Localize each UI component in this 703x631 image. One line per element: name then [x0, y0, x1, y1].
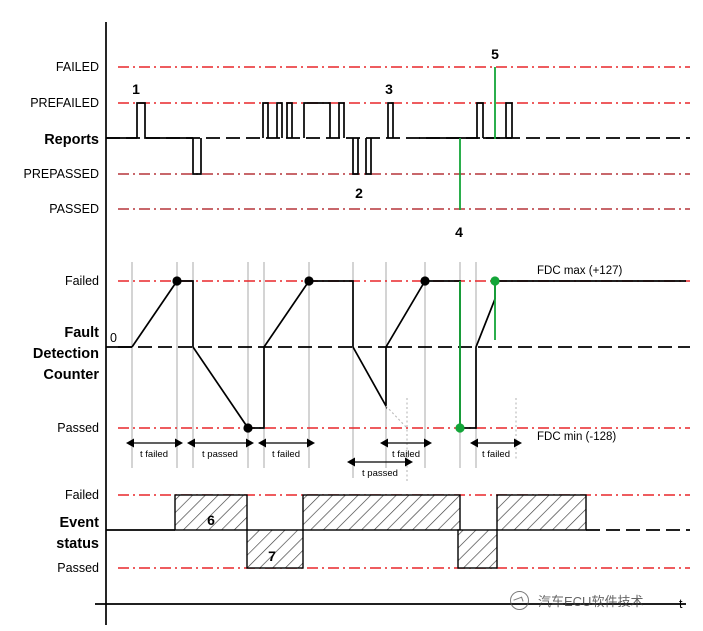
label-reports-passed: PASSED [49, 202, 99, 216]
fdc-waveform [131, 280, 496, 429]
label-fdc-group-line-3: Counter [43, 367, 99, 383]
label-time-axis: t [679, 597, 683, 611]
reports-pulse-prefailed-9 [505, 102, 513, 138]
fdc-dot-failed-2 [304, 276, 314, 286]
reports-section: FAILED PREFAILED Reports PREPASSED PASSE… [24, 46, 690, 240]
event-status-section: Failed Passed Event status 6 7 [56, 488, 690, 575]
fdc-projected-segment [385, 405, 408, 429]
callout-1: 1 [132, 81, 140, 97]
event-box-failed-1 [174, 494, 248, 531]
callout-2: 2 [355, 185, 363, 201]
label-event-group-line-2: status [56, 536, 99, 552]
label-fdc-zero: 0 [110, 331, 117, 345]
label-fdc-max: FDC max (+127) [537, 265, 622, 277]
label-interval-3: t failed [272, 449, 300, 460]
label-reports-prepassed: PREPASSED [24, 167, 100, 181]
label-fdc-group-line-1: Fault [64, 325, 99, 341]
event-box-failed-3 [496, 494, 587, 531]
fdc-interval-6: t failed [470, 438, 522, 460]
fault-detection-counter-section: Failed 0 Passed Fault Detection Counter … [33, 262, 690, 482]
reports-pulse-prefailed-5 [303, 102, 331, 138]
fdc-interval-5: t passed [347, 457, 413, 479]
event-box-passed-2 [457, 529, 498, 569]
event-box-passed-1 [246, 529, 304, 569]
reports-pulse-prefailed-6 [338, 102, 345, 138]
reports-pulse-prepassed-1 [192, 138, 202, 175]
label-interval-2: t passed [202, 449, 238, 460]
label-event-group-line-1: Event [60, 515, 100, 531]
time-axis: t [95, 597, 686, 611]
callout-3: 3 [385, 81, 393, 97]
reports-pulse-prefailed-8 [476, 102, 484, 138]
reports-pulse-prepassed-3 [365, 138, 372, 175]
label-fdc-group-line-2: Detection [33, 346, 99, 362]
callout-6: 6 [207, 512, 215, 528]
reports-pulse-prepassed-2 [352, 138, 359, 175]
reports-pulse-prefailed-2 [262, 102, 269, 138]
label-reports-failed: FAILED [56, 60, 99, 74]
label-interval-4: t failed [392, 449, 420, 460]
label-fdc-failed: Failed [65, 274, 99, 288]
label-fdc-min: FDC min (-128) [537, 431, 616, 443]
fdc-dot-passed-1 [243, 423, 253, 433]
label-interval-6: t failed [482, 449, 510, 460]
fdc-interval-2: t passed [187, 438, 254, 460]
reports-pulse-prefailed-1 [136, 102, 193, 139]
fdc-dot-failed-1 [172, 276, 182, 286]
callout-5: 5 [491, 46, 499, 62]
label-event-passed: Passed [57, 561, 99, 575]
event-box-failed-2 [302, 494, 461, 531]
label-interval-5: t passed [362, 468, 398, 479]
reports-pulse-prefailed-4 [286, 102, 293, 138]
reports-pulse-prefailed-3 [276, 102, 283, 138]
fdc-interval-3: t failed [258, 438, 315, 460]
label-interval-1: t failed [140, 449, 168, 460]
callout-7: 7 [268, 548, 276, 564]
fdc-interval-4: t failed [380, 438, 432, 460]
label-fdc-passed: Passed [57, 421, 99, 435]
reports-pulse-prefailed-7 [387, 102, 394, 138]
label-event-failed: Failed [65, 488, 99, 502]
fdc-dot-failed-3 [420, 276, 430, 286]
label-reports-group: Reports [44, 132, 99, 148]
fdc-interval-1: t failed [126, 438, 183, 460]
callout-4: 4 [455, 224, 463, 240]
label-reports-prefailed: PREFAILED [30, 96, 99, 110]
